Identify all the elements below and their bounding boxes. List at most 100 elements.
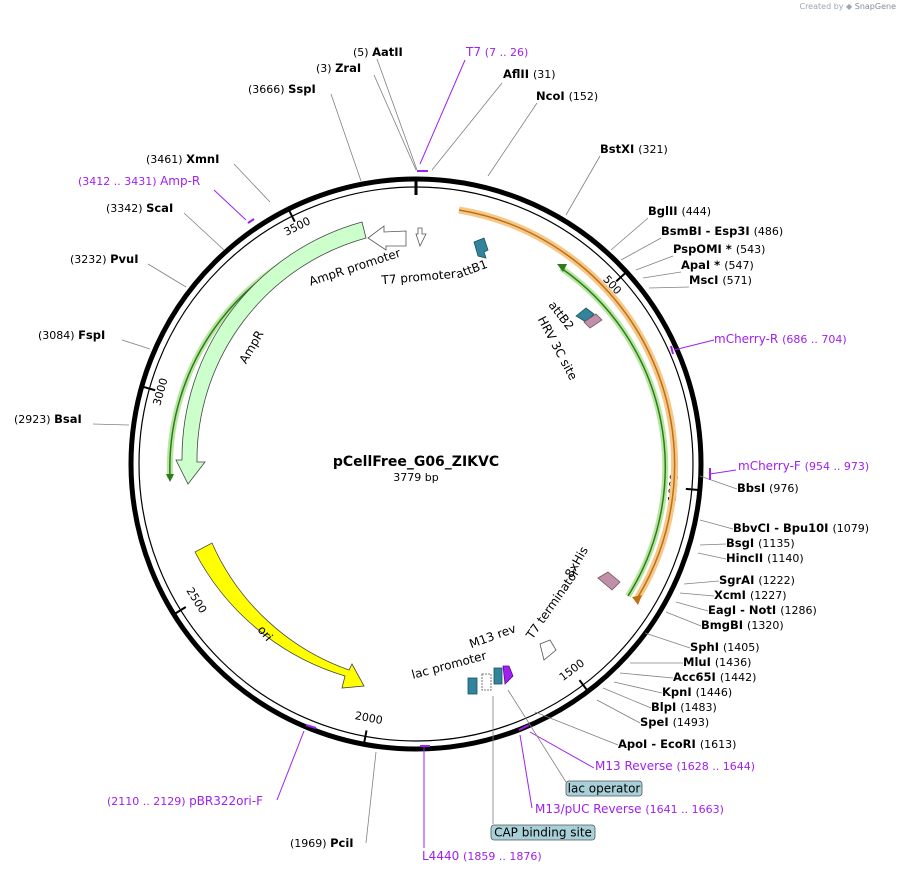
primer-label-m13-reverse: M13 Reverse (1628 .. 1644)	[595, 759, 755, 773]
enzyme-label-blpi: BlpI (1483)	[651, 700, 717, 714]
t7-promoter-arrow	[415, 227, 427, 248]
ampr-feature-arrow	[175, 221, 367, 485]
insert-band-arrow	[557, 264, 567, 272]
primer-label-t7: T7 (7 .. 26)	[465, 45, 528, 59]
enzyme-label-apoi-ecori: ApoI - EcoRI (1613)	[618, 737, 736, 751]
enzyme-label-kpni: KpnI (1446)	[662, 685, 732, 699]
leader-bstxi	[565, 155, 601, 216]
primer-leader-mcherry-f	[709, 469, 737, 475]
leader-apai	[642, 271, 682, 279]
lac-operator-marker	[493, 667, 503, 685]
primer-label-mcherry-f: mCherry-F (954 .. 973)	[738, 459, 869, 473]
primer-leader-m13-reverse	[529, 731, 595, 769]
enzyme-label-fspi: (3084) FspI	[38, 328, 105, 342]
primer-label-m13-puc-reverse: M13/pUC Reverse (1641 .. 1663)	[535, 802, 724, 816]
primer-leader-pbr322ori-f	[276, 730, 305, 801]
feature-label-lac-promoter: lac promoter	[410, 648, 488, 681]
insert-band-line	[560, 267, 666, 597]
leader-pspomi	[635, 255, 674, 271]
leader-bsmbi-esp3i	[620, 237, 662, 261]
credit-prefix: Created by	[799, 2, 844, 11]
leader-apoi-ecori	[534, 711, 619, 746]
primer-leader-amp-r	[213, 189, 247, 221]
leader-blpi	[602, 687, 652, 709]
site-label-lac-operator: lac operator	[568, 782, 641, 796]
his-tag-marker	[597, 571, 621, 591]
leader-bsai	[92, 423, 130, 426]
enzyme-label-xcmi: XcmI (1227)	[714, 588, 787, 602]
enzyme-label-bsmbi-esp3i: BsmBI - Esp3I (486)	[661, 224, 783, 238]
feature-label-ampr: AmpR	[237, 328, 267, 366]
feature-label-m13-rev: M13 rev	[467, 621, 517, 651]
enzyme-label-spei: SpeI (1493)	[640, 715, 709, 729]
leader-eagi-noti	[675, 601, 709, 612]
credit-brand: SnapGene	[854, 2, 896, 11]
leader-acc65i	[619, 672, 674, 679]
enzyme-label-xmni: (3461) XmnI	[146, 152, 219, 166]
leader-bglii	[610, 217, 649, 251]
lac-promoter-marker	[481, 673, 492, 691]
enzyme-label-msci: MscI (571)	[689, 273, 752, 287]
enzyme-label-apai: ApaI * (547)	[681, 258, 754, 272]
enzyme-label-bbvci-bpu10i: BbvCI - Bpu10I (1079)	[733, 521, 869, 535]
enzyme-label-bstxi: BstXI (321)	[600, 142, 668, 156]
plasmid-name: pCellFree_G06_ZIKVC	[333, 454, 499, 470]
tick-1000	[685, 487, 700, 492]
enzyme-label-pvui: (3232) PvuI	[70, 252, 138, 266]
hrv3c-marker	[583, 313, 603, 329]
tick-3000	[141, 385, 156, 392]
feature-label-attb1: attB1	[454, 257, 489, 281]
leader-scai	[183, 212, 225, 251]
leader-aflii	[431, 82, 503, 171]
site-leader-lac-operator	[507, 689, 567, 783]
enzyme-label-aflii: AflII (31)	[503, 67, 556, 81]
leader-lines	[92, 58, 738, 848]
site-label-cap-binding-site: CAP binding site	[494, 826, 592, 840]
enzyme-label-sphi: SphI (1405)	[690, 640, 760, 654]
enzyme-label-aatii: (5) AatII	[353, 45, 403, 59]
leader-zrai	[373, 74, 417, 171]
feature-label-t7-promoter: T7 promoter	[380, 267, 456, 288]
enzyme-label-pspomi: PspOMI * (543)	[673, 242, 765, 256]
m13-rev-marker	[502, 665, 514, 685]
snapgene-logo-icon: ◆	[846, 2, 853, 11]
primer-leader-m13-puc-reverse	[519, 734, 533, 809]
leader-sgrai	[683, 580, 720, 585]
tick-label-3500: 3500	[282, 214, 313, 238]
leader-kpni	[613, 681, 663, 694]
tick-label-2000: 2000	[354, 709, 384, 727]
leader-aatii	[376, 58, 418, 171]
attb1-marker	[473, 237, 489, 259]
ori-feature-arrow	[194, 542, 365, 689]
enzyme-label-bglii: BglII (444)	[648, 204, 711, 218]
ampr-promoter-arrow	[367, 225, 407, 251]
leader-sphi	[644, 632, 691, 649]
tick-2500	[173, 606, 187, 616]
plasmid-size: 3779 bp	[393, 471, 438, 484]
enzyme-label-hincii: HincII (1140)	[726, 551, 804, 565]
enzyme-label-mlui: MluI (1436)	[683, 655, 751, 669]
tick-3500	[287, 208, 296, 223]
enzyme-label-ncoi: NcoI (152)	[536, 89, 598, 103]
primer-label-mcherry-r: mCherry-R (686 .. 704)	[714, 332, 847, 346]
leader-hincii	[697, 552, 727, 560]
primer-leader-mcherry-r	[673, 339, 715, 351]
enzyme-label-bsai: (2923) BsaI	[14, 412, 82, 426]
leader-xmni	[233, 163, 271, 203]
primer-label-l4440: L4440 (1859 .. 1876)	[422, 849, 542, 863]
tick-2000	[362, 730, 368, 745]
enzyme-label-bbsi: BbsI (976)	[737, 481, 799, 495]
leader-bbsi	[699, 475, 738, 490]
leader-spei	[596, 699, 641, 724]
t7-terminator-marker	[539, 639, 557, 661]
primer-label-amp-r: (3412 .. 3431) Amp-R	[78, 174, 200, 188]
orf-band-arrow	[632, 595, 642, 605]
orf-band-line	[458, 209, 676, 598]
enzyme-label-sspi: (3666) SspI	[248, 82, 316, 96]
site-box-cap-binding-site	[490, 824, 596, 841]
enzyme-label-zrai: (3) ZraI	[316, 61, 361, 75]
enzyme-label-eagi-noti: EagI - NotI (1286)	[708, 603, 817, 617]
tick-1500	[578, 679, 589, 692]
leader-sspi	[330, 93, 362, 182]
